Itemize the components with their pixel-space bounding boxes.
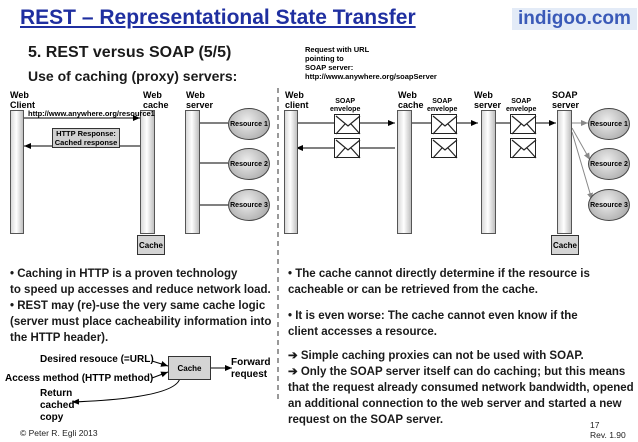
soap-envelope-label-3: SOAP envelope <box>506 98 537 113</box>
forward-request-label: Forward request <box>231 357 271 380</box>
right-text-p1: • The cache cannot directly determine if… <box>288 268 590 296</box>
soap-resource-2-node: Resource 2 <box>588 148 630 180</box>
left-text-block: • Caching in HTTP is a proven technology… <box>10 266 278 346</box>
request-note: Request with URL pointing to SOAP server… <box>305 45 437 81</box>
http-response-box: HTTP Response: Cached response <box>52 128 120 148</box>
soap-envelope-label-2: SOAP envelope <box>427 98 458 113</box>
right-text-p3: ➔ Simple caching proxies can not be used… <box>288 350 634 426</box>
soap-cache-lifeline <box>397 110 412 234</box>
soap-envelope-label-1: SOAP envelope <box>330 98 361 113</box>
slide-title: REST – Representational State Transfer <box>20 6 416 29</box>
soap-web-client-label: Web client <box>285 90 309 110</box>
web-cache-label: Web cache <box>143 90 169 110</box>
envelope-icon <box>334 138 361 159</box>
envelope-icon <box>510 114 537 135</box>
resource-3-node: Resource 3 <box>228 189 270 221</box>
soap-client-lifeline <box>284 110 298 234</box>
envelope-icon <box>510 138 537 159</box>
soap-web-server-label: Web server <box>474 90 502 110</box>
web-server-label: Web server <box>186 90 214 110</box>
web-client-label: Web Client <box>10 90 36 110</box>
section-title: 5. REST versus SOAP (5/5) <box>28 44 232 61</box>
envelope-icon <box>431 138 458 159</box>
resource-2-node: Resource 2 <box>228 148 270 180</box>
copyright-footer: © Peter R. Egli 2013 <box>20 428 98 438</box>
bottom-cache-box: Cache <box>168 356 211 380</box>
soap-web-server-lifeline <box>481 110 496 234</box>
request-url-label: http://www.anywhere.org/resource1 <box>28 109 155 118</box>
server-lifeline <box>185 110 200 234</box>
soap-server-label: SOAP server <box>552 90 580 110</box>
access-method-label: Access method (HTTP method) <box>5 373 154 384</box>
left-text-p2: • REST may (re)-use the very same cache … <box>10 300 272 344</box>
revision-label: Rev. 1.90 <box>590 430 626 440</box>
soap-server-lifeline <box>557 110 572 234</box>
right-cache-box: Cache <box>551 235 579 255</box>
page-number: 17 <box>590 420 600 430</box>
envelope-icon <box>334 114 361 135</box>
left-cache-box: Cache <box>137 235 165 255</box>
brand-logo: indigoo.com <box>512 8 637 30</box>
cache-lifeline <box>140 110 155 234</box>
soap-web-cache-label: Web cache <box>398 90 424 110</box>
right-text-p2: • It is even worse: The cache cannot eve… <box>288 310 578 338</box>
desired-resource-label: Desired resouce (=URL) <box>40 354 154 365</box>
left-text-p1: • Caching in HTTP is a proven technology… <box>10 268 271 296</box>
right-text-block: • The cache cannot directly determine if… <box>288 266 634 428</box>
resource-1-node: Resource 1 <box>228 108 270 140</box>
soap-resource-3-node: Resource 3 <box>588 189 630 221</box>
client-lifeline <box>10 110 24 234</box>
section-subtitle: Use of caching (proxy) servers: <box>28 68 238 84</box>
return-cached-copy-label: Return cached copy <box>40 388 75 423</box>
envelope-icon <box>431 114 458 135</box>
soap-resource-1-node: Resource 1 <box>588 108 630 140</box>
